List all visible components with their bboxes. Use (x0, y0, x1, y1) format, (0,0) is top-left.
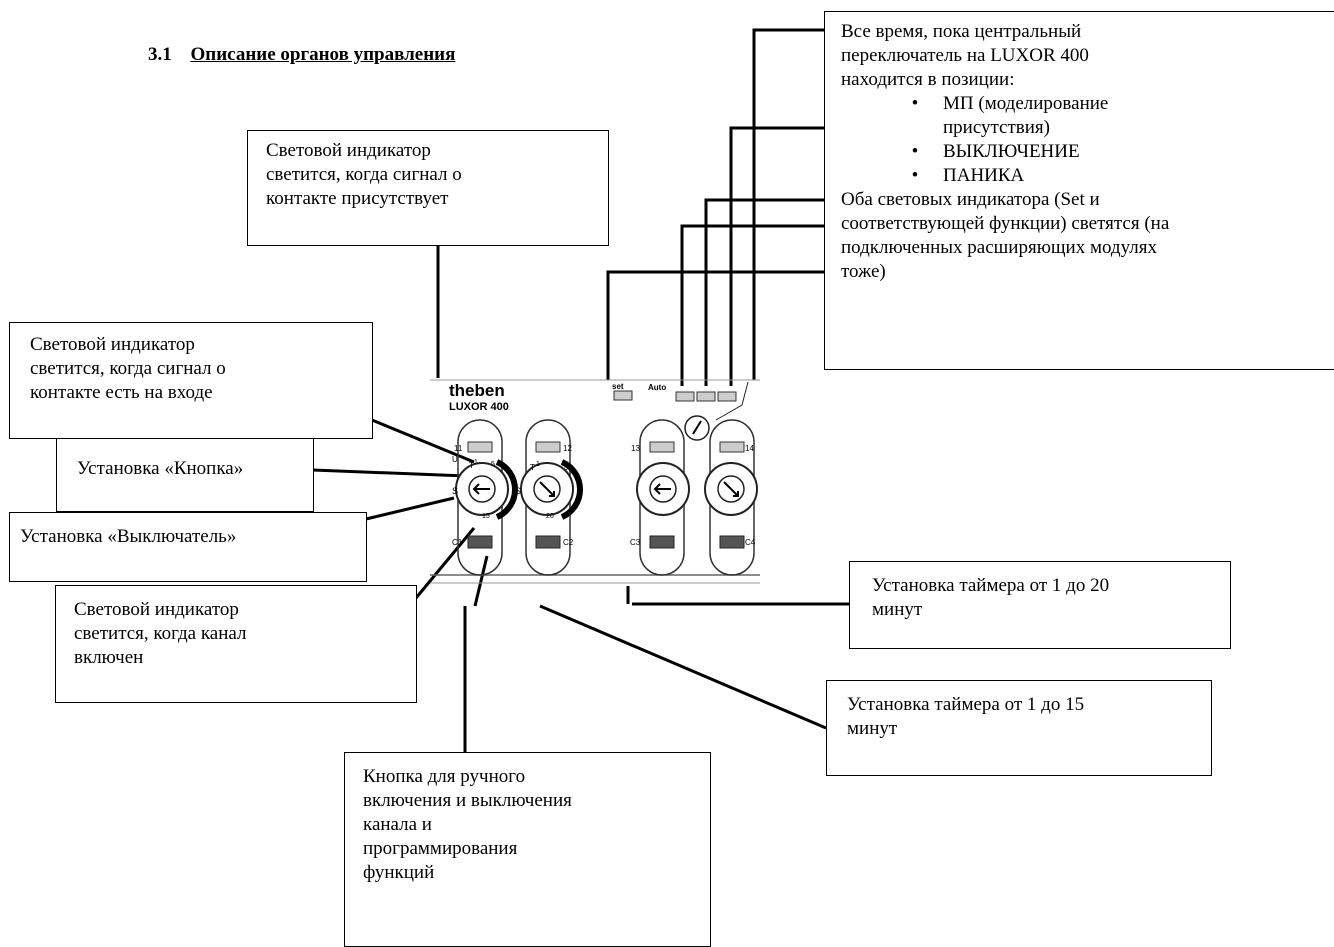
timer-15-line-2: минут (847, 718, 898, 739)
scale-right-max: 20 (546, 513, 554, 520)
bullet-mp-text-2: присутствия) (943, 117, 1050, 138)
label-13: 13 (631, 444, 640, 453)
leader-manual-button-2 (473, 555, 489, 607)
label-c1: C1 (452, 538, 463, 547)
device-body: theben LUXOR 400 set Auto 11 12 13 14 C1… (430, 379, 760, 584)
section-heading: 3.1 Описание органов управления (148, 44, 455, 66)
channel-button-3 (649, 535, 675, 549)
manual-button-line-3: канала и (363, 814, 432, 835)
callout-button-mode: Установка «Кнопка» (56, 439, 314, 512)
signal-input-line-3: контакте есть на входе (30, 382, 213, 403)
timer-15-line-1: Установка таймера от 1 до 15 (847, 694, 1085, 715)
device-model: LUXOR 400 (449, 401, 509, 413)
auto-label: Auto (648, 383, 666, 392)
signal-input-line-2: светится, когда сигнал о (30, 358, 226, 379)
label-c3: C3 (630, 538, 641, 547)
manual-button-line-2: включения и выключения (363, 790, 572, 811)
manual-button-line-5: функций (363, 862, 435, 883)
callout-switch-mode: Установка «Выключатель» (9, 512, 367, 582)
scale-right-t: T (530, 463, 535, 472)
label-14: 14 (745, 444, 754, 453)
leader-central-4 (680, 224, 876, 386)
central-intro-2: переключатель на LUXOR 400 (841, 45, 1089, 66)
set-label: set (612, 382, 624, 391)
channel-on-line-3: включен (74, 647, 144, 668)
leader-signal-input (371, 418, 475, 464)
timer-20-line-1: Установка таймера от 1 до 20 (872, 575, 1110, 596)
callout-central-switch: Все время, пока центральный переключател… (824, 11, 1334, 370)
bullet-off-text: ВЫКЛЮЧЕНИЕ (943, 141, 1080, 162)
led-top-1 (467, 441, 493, 453)
signal-present-line-3: контакте присутствует (266, 188, 449, 209)
scale-left-min: 1 (474, 459, 478, 466)
central-intro-3: находится в позиции: (841, 69, 1015, 90)
leader-timer15 (539, 604, 827, 730)
central-outro-4: тоже) (841, 261, 886, 282)
timer-20-line-2: минут (872, 599, 923, 620)
label-c2: C2 (563, 538, 574, 547)
central-outro-1: Оба световых индикатора (Set и (841, 189, 1100, 210)
leader-set (606, 270, 828, 380)
bullet-off: • ВЫКЛЮЧЕНИЕ (911, 141, 1080, 162)
channel-on-line-1: Световой индикатор (74, 599, 239, 620)
leader-channel-on (414, 527, 476, 599)
callout-timer-20: Установка таймера от 1 до 20 минут (849, 561, 1231, 649)
leader-central-3 (704, 198, 876, 386)
signal-present-line-2: светится, когда сигнал о (266, 164, 462, 185)
label-c4: C4 (745, 538, 756, 547)
channel-button-2 (535, 535, 561, 549)
channel-on-line-2: светится, когда канал (74, 623, 247, 644)
bullet-panic: • ПАНИКА (911, 165, 1025, 186)
led-set (613, 390, 633, 401)
led-func-3 (717, 391, 737, 402)
button-mode-text: Установка «Кнопка» (77, 458, 244, 479)
label-11: 11 (454, 444, 463, 453)
bullet-panic-text: ПАНИКА (943, 165, 1025, 186)
bullet-mp: • МП (моделирование (911, 93, 1109, 114)
section-title: Описание органов управления (190, 44, 456, 65)
device-brand: theben (449, 381, 505, 400)
callout-signal-present: Световой индикатор светится, когда сигна… (247, 130, 609, 246)
scale-right-s: S (515, 486, 521, 496)
signal-input-line-1: Световой индикатор (30, 334, 195, 355)
bullet-mp-text: МП (моделирование (943, 93, 1109, 114)
manual-button-line-1: Кнопка для ручного (363, 766, 526, 787)
led-top-3 (649, 441, 675, 453)
manual-button-line-4: программирования (363, 838, 518, 859)
callout-manual-button: Кнопка для ручного включения и выключени… (344, 752, 711, 947)
scale-left-s: S (452, 486, 458, 496)
channel-button-4 (719, 535, 745, 549)
scale-right-mid: 5 (564, 465, 568, 472)
switch-mode-text: Установка «Выключатель» (20, 526, 237, 547)
led-func-1 (675, 391, 695, 402)
scale-right-min: 1 (536, 461, 540, 468)
scale-left-mid: 5 (491, 461, 495, 468)
scale-left-t: T (469, 461, 474, 470)
section-number: 3.1 (148, 44, 172, 65)
central-outro-3: подключенных расширяющих модулях (841, 237, 1157, 258)
led-top-4 (719, 441, 745, 453)
signal-present-line-1: Световой индикатор (266, 140, 431, 161)
callout-timer-15: Установка таймера от 1 до 15 минут (826, 680, 1212, 776)
central-outro-2: соответствующей функции) светятся (на (841, 213, 1170, 234)
leader-button-mode (312, 468, 467, 478)
leader-switch-mode (365, 496, 455, 521)
channel-button-1 (467, 535, 493, 549)
led-func-2 (696, 391, 716, 402)
callout-channel-on: Световой индикатор светится, когда канал… (55, 585, 417, 703)
led-top-2 (535, 441, 561, 453)
callout-signal-input: Световой индикатор светится, когда сигна… (9, 322, 373, 439)
scale-left-u: U (452, 455, 458, 464)
label-12: 12 (563, 444, 572, 453)
scale-left-max: 15 (482, 513, 490, 520)
leader-central-1 (752, 28, 828, 380)
central-intro-1: Все время, пока центральный (841, 21, 1082, 42)
